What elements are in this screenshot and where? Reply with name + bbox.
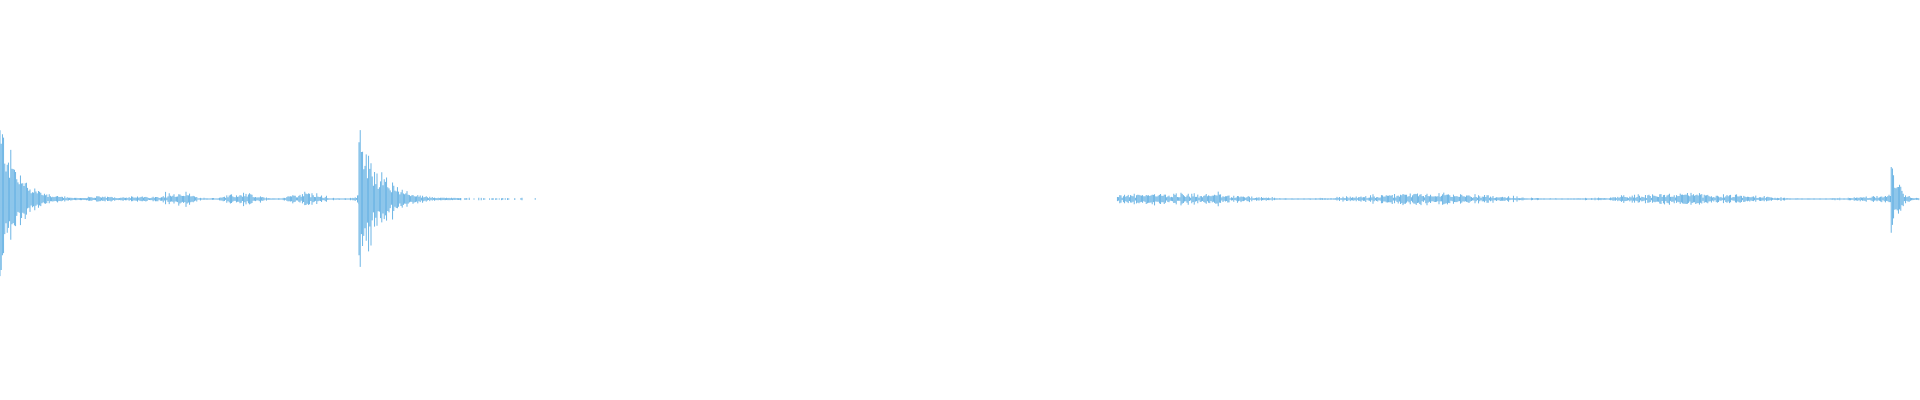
waveform-samples (0, 130, 1920, 277)
waveform-path (0, 130, 1920, 277)
